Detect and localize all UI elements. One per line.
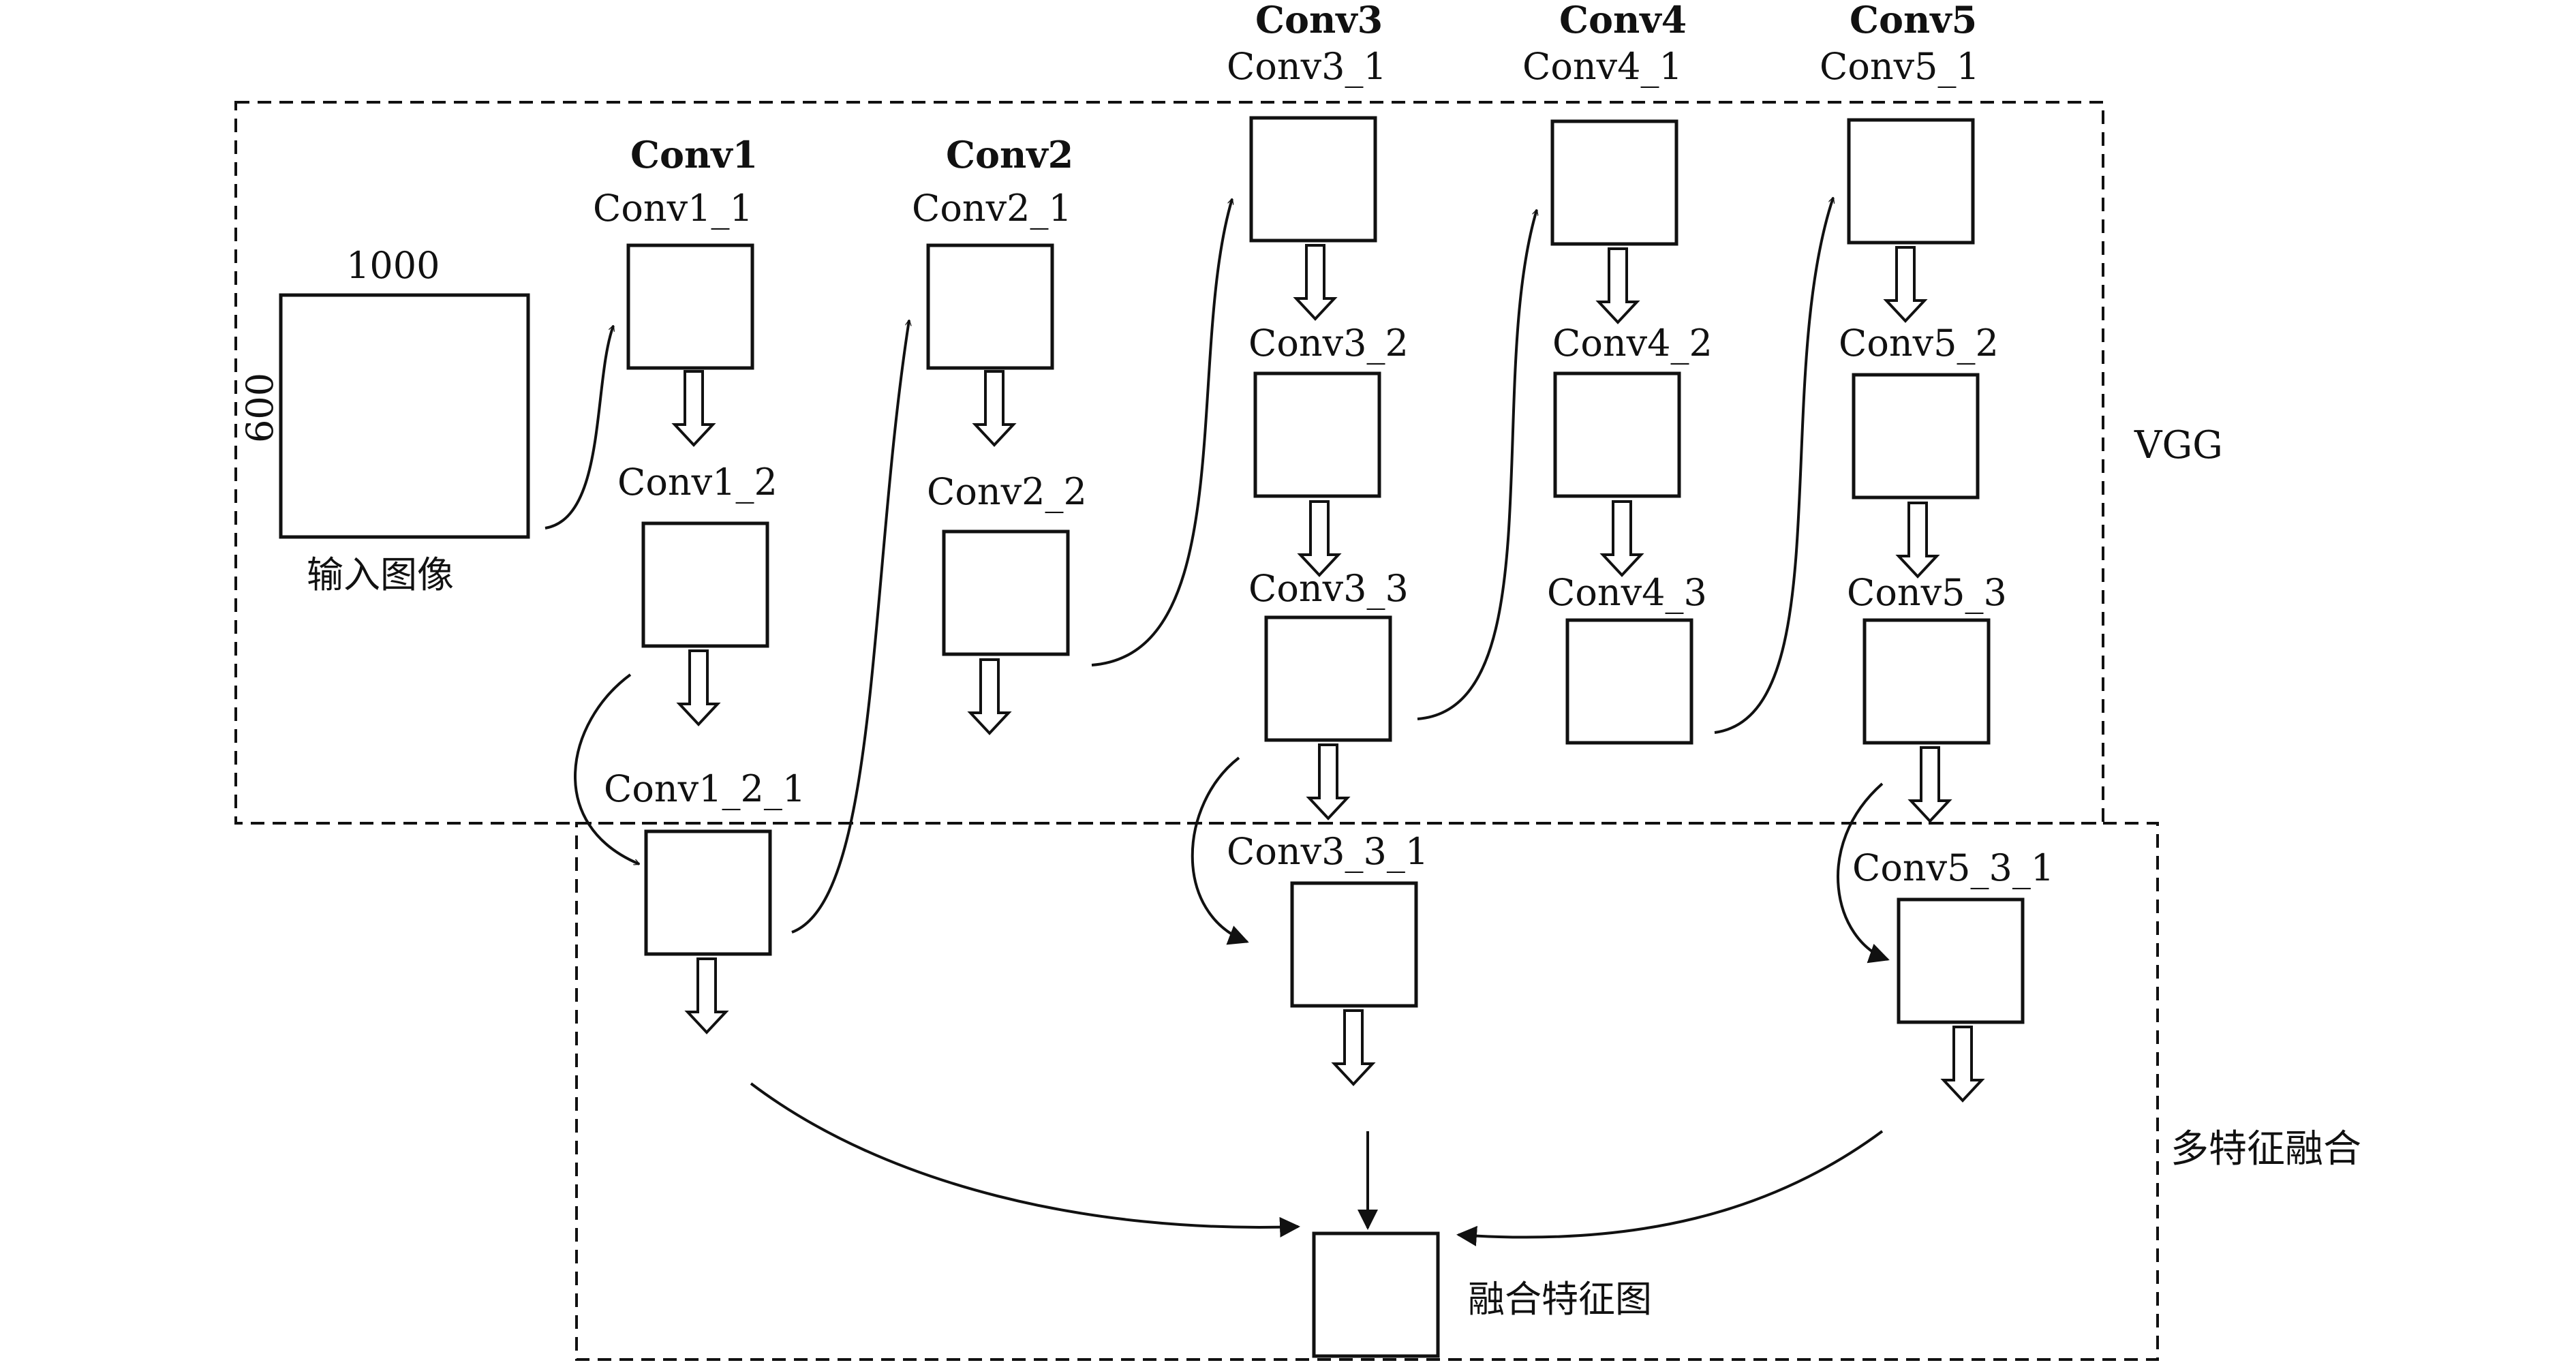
- conv4-2-box: [1553, 371, 1681, 498]
- conv1-2-label: Conv1_2: [617, 461, 778, 504]
- down-arrow-conv5-3: [1910, 746, 1950, 823]
- connector-conv5-3-to-conv5-3-1: [1837, 782, 1890, 964]
- down-arrow-conv5-3-1: [1942, 1026, 1983, 1102]
- down-arrow-conv4-1: [1597, 247, 1638, 324]
- fusion-region: [575, 822, 2159, 1361]
- connector-conv1-2-1-to-fused: [750, 1082, 1300, 1238]
- down-arrow-conv4-2: [1601, 500, 1642, 577]
- down-arrow-conv3-1: [1295, 244, 1336, 320]
- conv5-1-label: Conv5_1: [1820, 45, 1980, 88]
- conv5-3-1-box: [1897, 897, 2025, 1024]
- conv5-2-label: Conv5_2: [1839, 322, 1999, 365]
- group-conv3-label: Conv3: [1255, 0, 1383, 42]
- conv5-3-label: Conv5_3: [1847, 571, 2007, 614]
- conv4-3-box: [1565, 618, 1693, 745]
- down-arrow-conv1-1: [673, 370, 714, 446]
- conv1-1-box: [626, 243, 754, 370]
- connector-conv5-3-1-to-fused: [1456, 1130, 1884, 1246]
- input-image-caption: 输入图像: [307, 553, 454, 596]
- input-image-box: [279, 293, 530, 539]
- fusion-region-label: 多特征融合: [2171, 1127, 2361, 1171]
- connector-input-to-conv1-1: [545, 326, 613, 529]
- input-height-label: 600: [239, 373, 281, 443]
- down-arrow-conv3-3: [1308, 743, 1349, 820]
- connector-conv3-3-to-conv3-3-1: [1191, 756, 1249, 945]
- connector-conv2-2-to-conv3-1: [1091, 199, 1232, 666]
- down-arrow-conv2-2: [969, 658, 1010, 735]
- conv3-3-1-label: Conv3_3_1: [1227, 830, 1428, 873]
- conv3-2-label: Conv3_2: [1248, 322, 1409, 365]
- conv2-1-box: [926, 243, 1054, 370]
- connector-conv4-3-to-conv5-1: [1714, 198, 1833, 734]
- conv5-2-box: [1852, 373, 1980, 500]
- conv3-3-1-box: [1290, 881, 1418, 1008]
- group-conv2-label: Conv2: [946, 133, 1073, 176]
- down-arrow-conv2-1: [974, 370, 1015, 446]
- group-conv5-label: Conv5: [1850, 0, 1977, 42]
- conv3-1-label: Conv3_1: [1227, 45, 1387, 88]
- conv2-2-box: [942, 529, 1070, 656]
- conv3-2-box: [1253, 371, 1381, 498]
- conv5-3-box: [1862, 618, 1991, 745]
- conv3-3-label: Conv3_3: [1248, 567, 1409, 610]
- down-arrow-conv5-2: [1897, 502, 1938, 578]
- group-conv4-label: Conv4: [1559, 0, 1687, 42]
- connector-conv3-3-to-conv4-1: [1417, 210, 1537, 720]
- input-width-label: 1000: [346, 244, 440, 287]
- conv4-2-label: Conv4_2: [1552, 322, 1713, 365]
- fused-feature-map-caption: 融合特征图: [1468, 1278, 1652, 1321]
- group-conv1-label: Conv1: [630, 133, 758, 176]
- conv2-1-label: Conv2_1: [912, 187, 1072, 230]
- vgg-region-label: VGG: [2134, 423, 2223, 467]
- conv4-1-box: [1550, 119, 1678, 246]
- conv3-3-box: [1264, 615, 1392, 742]
- conv1-1-label: Conv1_1: [593, 187, 753, 230]
- conv4-3-label: Conv4_3: [1547, 571, 1707, 614]
- conv3-1-box: [1249, 116, 1377, 243]
- fused-feature-map-box: [1312, 1231, 1440, 1358]
- conv1-2-box: [641, 521, 769, 648]
- down-arrow-conv1-2-1: [686, 957, 727, 1034]
- conv5-3-1-label: Conv5_3_1: [1852, 846, 2054, 889]
- conv5-1-box: [1847, 118, 1975, 245]
- down-arrow-conv5-1: [1885, 246, 1926, 322]
- conv4-1-label: Conv4_1: [1522, 45, 1683, 88]
- down-arrow-conv3-2: [1299, 500, 1340, 577]
- down-arrow-conv1-2: [678, 649, 719, 726]
- connector-conv1-2-1-to-conv2-1: [791, 320, 909, 934]
- down-arrow-conv3-3-1: [1333, 1009, 1374, 1086]
- conv1-2-1-label: Conv1_2_1: [604, 767, 806, 810]
- connector-conv1-2-to-conv1-2-1: [574, 673, 639, 865]
- conv2-2-label: Conv2_2: [927, 470, 1087, 513]
- conv1-2-1-box: [644, 829, 772, 956]
